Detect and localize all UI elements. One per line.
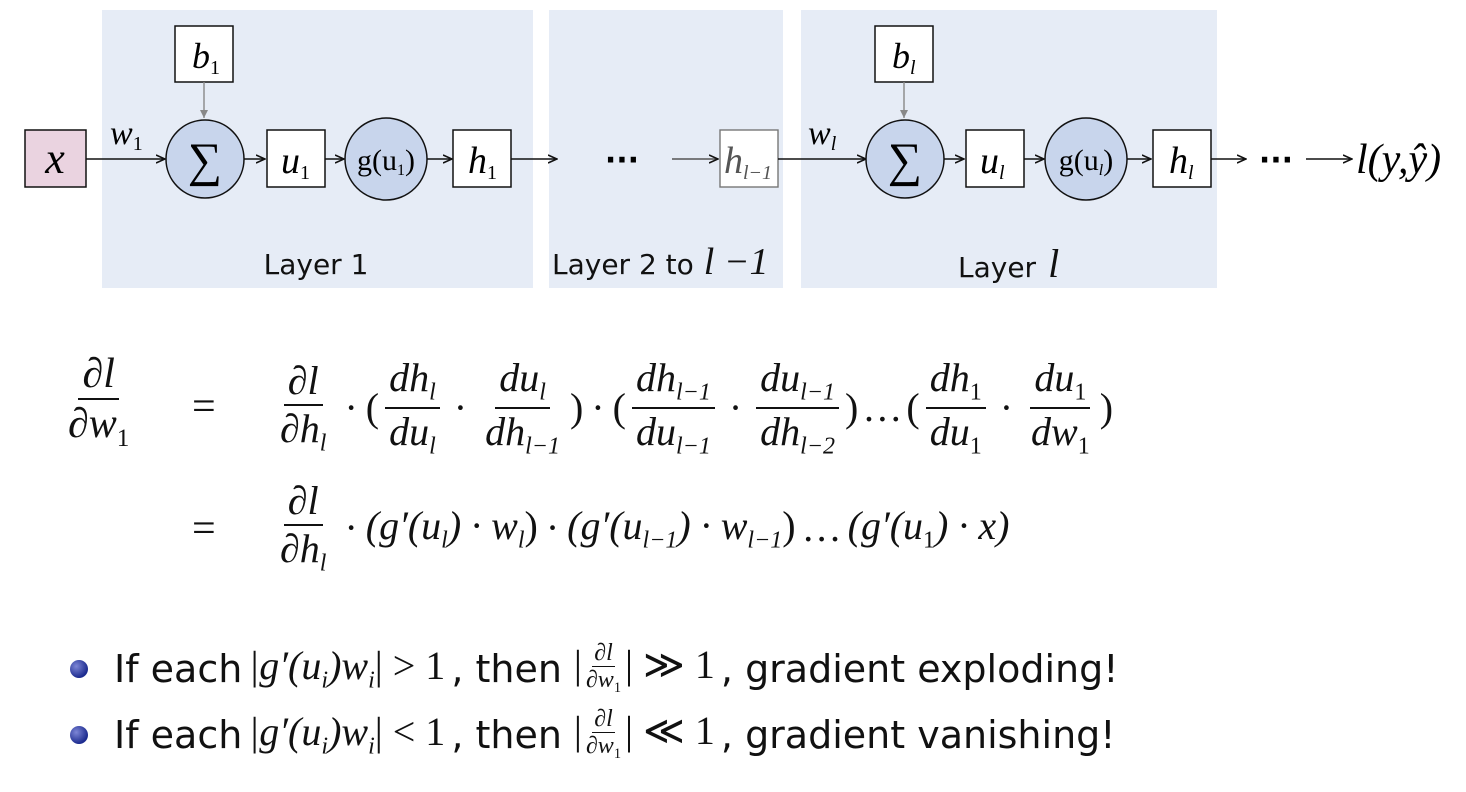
layer1-label: Layer 1 [264,248,369,281]
bullet-exploding: If each |g′(ui)wi| > 1 , then |∂l∂w1| ≫ … [70,640,1118,697]
bl-box [874,25,934,83]
equation-line-2: ∂l∂hl · (g′(ul) · wl) · (g′(ul−1) · wl−1… [280,478,1010,577]
gl-label: g(ul) [1059,144,1113,179]
hl-label: hl [1169,140,1194,184]
hl1-label: hl−1 [724,140,772,184]
loss-label: l(y,ŷ) [1356,137,1441,183]
suml-symbol: ∑ [888,134,922,187]
u1-label: u1 [281,140,310,184]
w1-label: w1 [110,115,143,155]
network-diagram: x w1 b1 ∑ u1 g(u1) h1 ··· hl−1 wl bl ∑ u… [24,10,1441,288]
ul-box [965,129,1025,188]
h1-box [452,129,512,188]
tail-dots: ··· [1259,143,1293,178]
h1-label: h1 [468,140,497,184]
u1-box [266,129,326,188]
bullet-vanishing: If each |g′(ui)wi| < 1 , then |∂l∂w1| ≪ … [70,706,1116,763]
bullet-dot-icon [70,725,88,744]
middle-dots: ··· [605,143,639,178]
equals-sign-1: = [192,384,216,430]
equals-sign-2: = [192,506,216,552]
bl-label: bl [892,36,916,79]
ul-label: ul [980,140,1005,184]
b1-label: b1 [192,36,220,79]
lhs-fraction: ∂l ∂w1 [68,351,130,453]
sum1-symbol: ∑ [188,134,222,187]
g1-label: g(u1) [357,144,415,179]
b1-box [174,25,234,83]
equation-lhs: ∂l ∂w1 [58,350,139,454]
input-x-label: x [44,134,65,183]
bullet-dot-icon [70,659,88,678]
wl-label: wl [808,115,837,155]
hl1-box [719,129,779,188]
